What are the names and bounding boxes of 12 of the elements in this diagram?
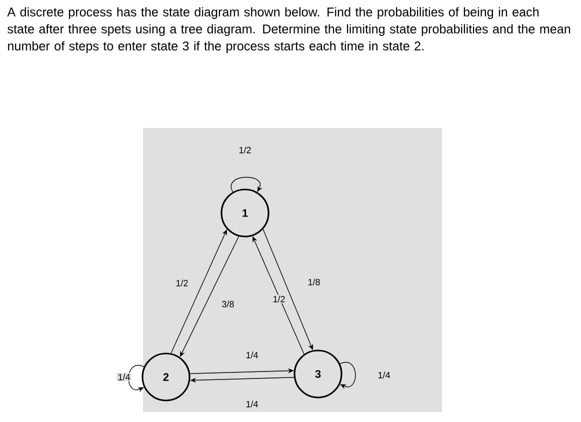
edge-label: 1/4 xyxy=(376,370,392,380)
edge-label: 1/4 xyxy=(244,400,260,408)
edge-label: 1/2 xyxy=(272,294,286,304)
problem-text: A discrete process has the state diagram shown below. Find the probabilities of being in each state after three spets using a tree diagram. Determine the limiting state probabilities and the mean number of steps to enter state 3 if the process starts each time in state 2. xyxy=(7,7,570,53)
edge-label: 1/8 xyxy=(306,278,322,286)
edge-label: 1/4 xyxy=(116,372,132,382)
edge-label: 1/4 xyxy=(244,350,260,360)
edge-label: 1/2 xyxy=(238,146,252,154)
edge-label: 3/8 xyxy=(220,300,236,308)
edge-label: 1/2 xyxy=(174,278,190,288)
arrow xyxy=(230,176,262,192)
arrow xyxy=(340,362,356,390)
